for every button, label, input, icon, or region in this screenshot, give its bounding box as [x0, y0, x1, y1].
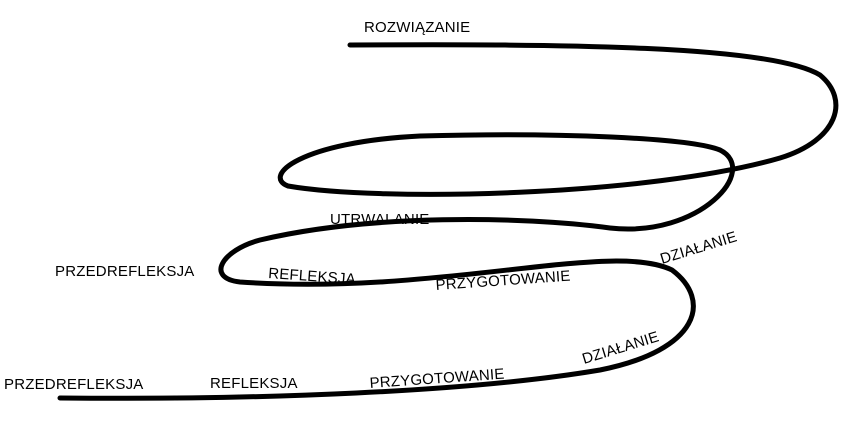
label-refleksja-upper: REFLEKSJA [268, 265, 357, 288]
label-predrefleksja-upper: PRZEDREFLEKSJA [55, 263, 195, 280]
spiral-path [57, 42, 839, 401]
label-refleksja-lower: REFLEKSJA [210, 375, 298, 392]
label-utrwalanie: UTRWALANIE [330, 211, 430, 228]
label-dzialanie-lower: DZIAŁANIE [580, 328, 661, 367]
label-predrefleksja-lower: PRZEDREFLEKSJA [4, 376, 144, 393]
label-przygotowanie-upper: PRZYGOTOWANIE [435, 268, 571, 294]
label-dzialanie-upper: DZIAŁANIE [658, 228, 739, 267]
label-rozwiazanie: ROZWIĄZANIE [364, 19, 470, 36]
